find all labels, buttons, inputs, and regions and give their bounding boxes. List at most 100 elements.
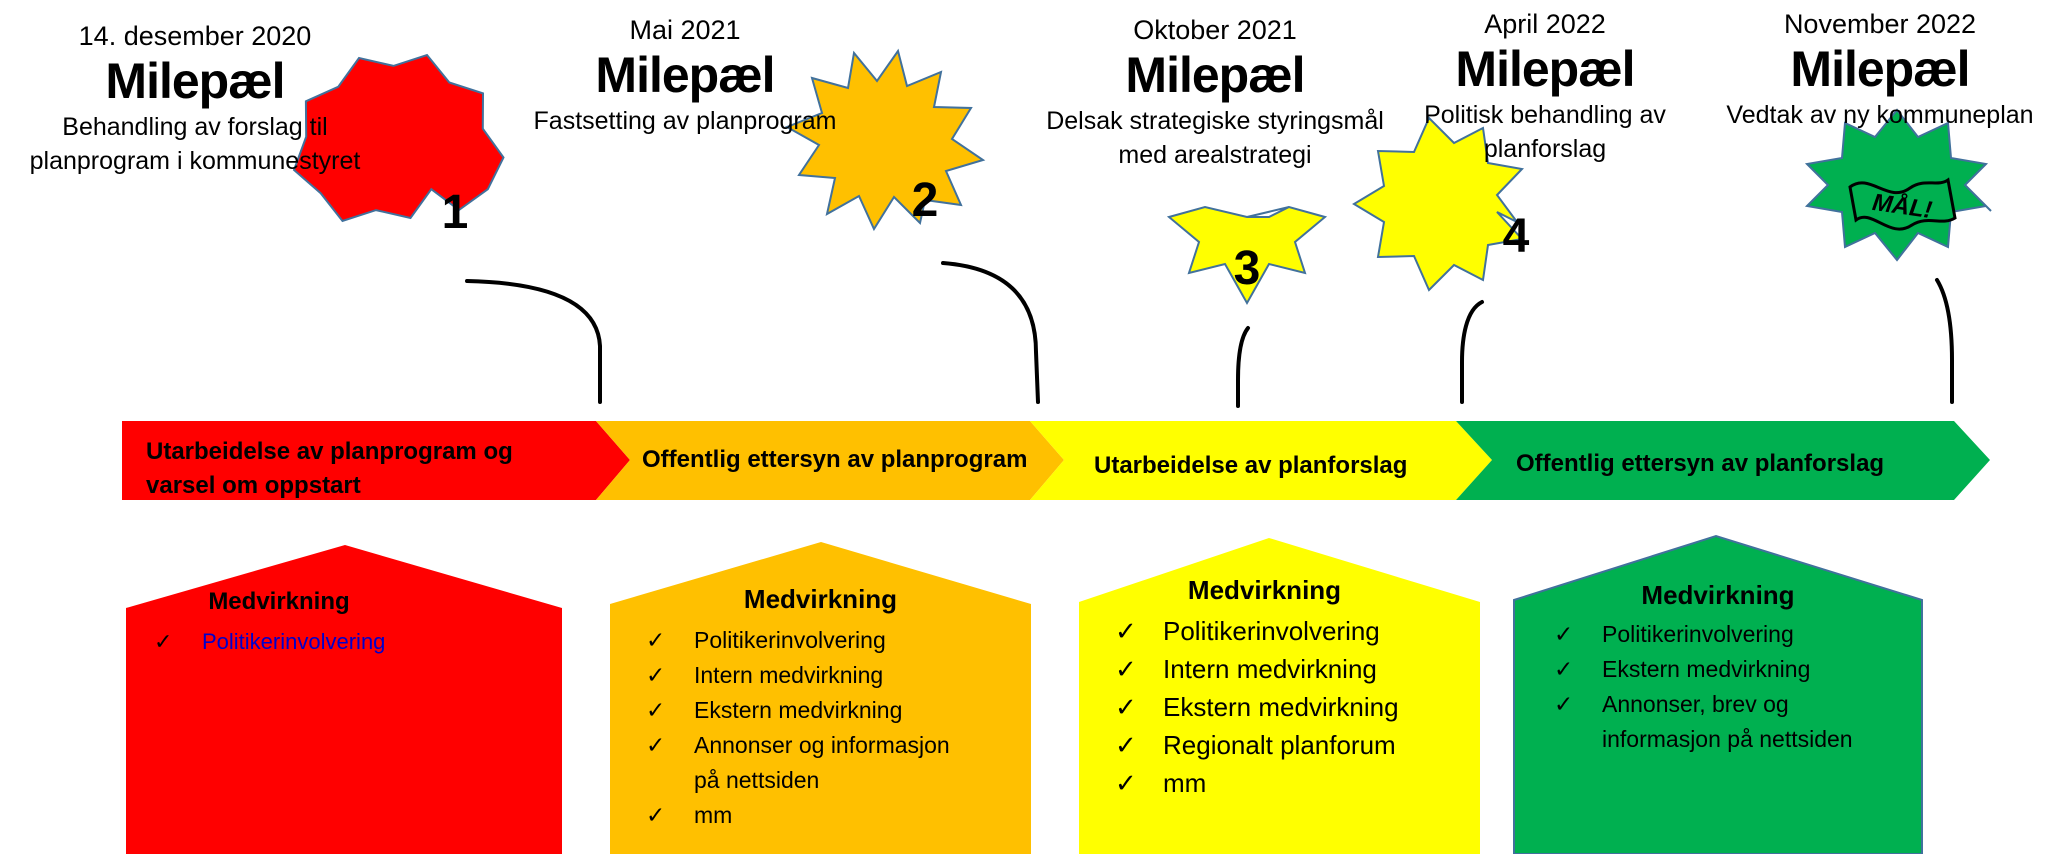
milestone-2: Mai 2021 Milepæl Fastsetting av planprog… — [505, 14, 865, 138]
card-heading: Medvirkning — [208, 588, 350, 615]
phase-arrow-1 — [122, 421, 630, 500]
milestone-title: Milepæl — [595, 47, 775, 103]
list-item-text: Ekstern medvirkning — [694, 697, 903, 723]
card-heading: Medvirkning — [1641, 580, 1795, 610]
milestone-1: 14. desember 2020 Milepæl Behandling av … — [0, 20, 390, 178]
phase-label-3: Utarbeidelse av planforslag — [1094, 449, 1407, 483]
list-item: ✓ mm — [1115, 764, 1480, 802]
checkmark-icon: ✓ — [1554, 656, 1574, 682]
checkmark-icon: ✓ — [1115, 730, 1137, 760]
list-item-text: Politikerinvolvering — [1163, 616, 1380, 646]
milestone-date: November 2022 — [1783, 9, 1977, 39]
phase-label-line: varsel om oppstart — [146, 472, 361, 499]
list-item-text: Politikerinvolvering — [1602, 621, 1794, 647]
card-4: Medvirkning ✓ Politikerinvolvering ✓ Ekste… — [1514, 580, 1922, 757]
list-item: ✓ Politikerinvolvering — [1554, 617, 1884, 652]
list-item-text: Ekstern medvirkning — [1602, 656, 1811, 682]
connector-2 — [941, 261, 1040, 404]
list-item: ✓ Politikerinvolvering — [646, 623, 981, 658]
connector-4 — [1460, 300, 1484, 404]
list-item-text: Ekstern medvirkning — [1163, 692, 1399, 722]
milestone-desc-line: planforslag — [1483, 135, 1607, 163]
list-item-text: Annonser og informasjon på nettsiden — [694, 732, 950, 793]
list-item-text: Intern medvirkning — [694, 662, 884, 688]
list-item-text: mm — [694, 802, 733, 828]
card-list: ✓ Politikerinvolvering ✓ Intern medvirknin… — [1115, 612, 1480, 802]
milestone-desc-line: Fastsetting av planprogram — [533, 107, 837, 135]
list-item: ✓ mm — [646, 798, 981, 833]
card-shape-4 — [1513, 534, 1923, 854]
phase-label-line: Offentlig ettersyn av planprogram — [642, 446, 1028, 473]
badge-label-4: 4 — [1503, 210, 1530, 263]
card-3: Medvirkning ✓ Politikerinvolvering ✓ Inter… — [1079, 575, 1480, 802]
card-shape-2 — [610, 542, 1031, 854]
card-list: ✓ Politikerinvolvering — [154, 624, 562, 660]
list-item: ✓ Annonser, brev og informasjon på nettsi… — [1554, 687, 1884, 757]
phase-arrow-2 — [596, 421, 1064, 500]
milestone-title: Milepæl — [1790, 41, 1970, 97]
checkmark-icon: ✓ — [646, 627, 666, 653]
card-heading: Medvirkning — [743, 584, 898, 614]
checkmark-icon: ✓ — [1115, 692, 1137, 722]
milestone-date: 14. desember 2020 — [78, 21, 312, 51]
card-2: Medvirkning ✓ Politikerinvolvering ✓ Inter… — [610, 584, 1031, 833]
connector-lines — [465, 261, 1954, 408]
card-list: ✓ Politikerinvolvering ✓ Ekstern medvirkni… — [1554, 617, 1884, 757]
phase-label-4: Offentlig ettersyn av planforslag — [1516, 447, 1884, 481]
list-item: ✓ Intern medvirkning — [646, 658, 981, 693]
milestone-date: Mai 2021 — [629, 15, 741, 45]
list-item: ✓ Ekstern medvirkning — [1115, 688, 1480, 726]
milestone-3: Oktober 2021 Milepæl Delsak strategiske … — [1020, 14, 1410, 172]
checkmark-icon: ✓ — [1115, 768, 1137, 798]
checkmark-icon: ✓ — [1554, 691, 1574, 717]
list-item: ✓ Regionalt planforum — [1115, 726, 1480, 764]
checkmark-icon: ✓ — [646, 662, 666, 688]
connector-1 — [465, 279, 602, 404]
milestone-title: Milepæl — [1455, 41, 1635, 97]
milestone-desc-line: Delsak strategiske styringsmål — [1046, 107, 1384, 135]
list-item-text: Intern medvirkning — [1163, 654, 1377, 684]
milestone-date: April 2022 — [1484, 9, 1606, 39]
mal-flag-icon — [1848, 177, 1957, 231]
badge-label-3: 3 — [1234, 242, 1261, 295]
card-heading: Medvirkning — [1187, 575, 1342, 605]
milestone-desc-line: Politisk behandling av — [1424, 101, 1666, 129]
checkmark-icon: ✓ — [646, 732, 666, 758]
milestone-title: Milepæl — [1125, 47, 1305, 103]
card-shape-1 — [126, 545, 562, 854]
phase-label-line: Offentlig ettersyn av planforslag — [1516, 450, 1885, 477]
milestone-desc-line: med arealstrategi — [1118, 141, 1312, 169]
phase-label-1: Utarbeidelse av planprogram og varsel om… — [146, 435, 513, 503]
phase-arrow-4 — [1456, 421, 1990, 500]
checkmark-icon: ✓ — [1115, 616, 1137, 646]
list-item-text: Politikerinvolvering — [202, 629, 386, 654]
badge-star-5 — [1804, 108, 1992, 262]
phase-label-line: Utarbeidelse av planprogram og — [146, 438, 513, 465]
checkmark-icon: ✓ — [1554, 621, 1574, 647]
badge-label-1: 1 — [442, 186, 469, 239]
list-item: ✓ Ekstern medvirkning — [1554, 652, 1884, 687]
list-item: ✓ Intern medvirkning — [1115, 650, 1480, 688]
phase-arrow-3 — [1030, 421, 1492, 500]
badge-label-2: 2 — [912, 174, 939, 227]
badge-star-1 — [292, 53, 505, 223]
checkmark-icon: ✓ — [646, 802, 666, 828]
checkmark-icon: ✓ — [1115, 654, 1137, 684]
badge-star-2 — [784, 48, 986, 232]
milestone-desc-line: Behandling av forslag til — [62, 113, 328, 141]
list-item-text: Regionalt planforum — [1163, 730, 1396, 760]
badge-star-3 — [1166, 205, 1328, 306]
list-item-text: Politikerinvolvering — [694, 627, 886, 653]
milestone-desc-line: Vedtak av ny kommuneplan — [1726, 101, 2034, 129]
milestone-title: Milepæl — [105, 53, 285, 109]
connector-5 — [1935, 278, 1954, 404]
connector-3 — [1236, 326, 1250, 408]
list-item: ✓ Annonser og informasjon på nettsiden — [646, 728, 981, 798]
list-item: ✓ Politikerinvolvering — [154, 624, 562, 660]
milestone-date: Oktober 2021 — [1133, 15, 1297, 45]
list-item: ✓ Politikerinvolvering — [1115, 612, 1480, 650]
list-item-text: mm — [1163, 768, 1207, 798]
list-item-text: Annonser, brev og informasjon på nettsid… — [1602, 691, 1853, 752]
card-shape-3 — [1079, 538, 1480, 854]
